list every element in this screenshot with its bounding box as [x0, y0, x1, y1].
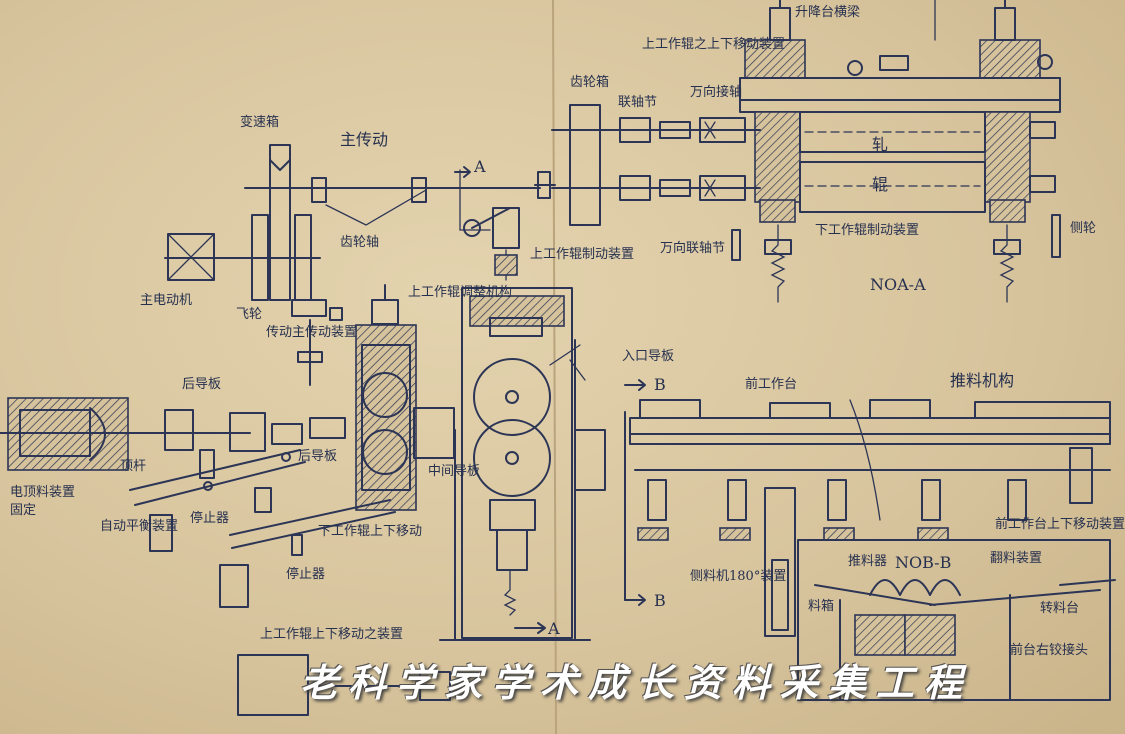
label-section-bb: NOB-B [895, 553, 951, 572]
label-bottom-right-note: 前台右铰接头 [1010, 642, 1088, 658]
label-arrow-a-bottom: A [547, 619, 560, 638]
front-table [624, 399, 1111, 601]
label-arrow-a-top: A [473, 157, 486, 176]
label-lower-roll-move: 下工作辊上下移动 [318, 524, 422, 539]
label-entry-guide: 入口导板 [622, 349, 674, 364]
main-drive-train [164, 144, 541, 386]
section-bb-inset [764, 487, 1116, 701]
label-ejector: 电顶料装置 [10, 485, 75, 500]
paper-fold [552, 0, 557, 734]
label-pusher-2: 推料器 [848, 554, 887, 569]
label-tilting: 侧料机180°装置 [690, 569, 786, 584]
label-pusher: 推料机构 [950, 371, 1014, 390]
label-main-drive: 主传动 [340, 130, 388, 149]
gear-reducer [463, 207, 520, 281]
label-top-band: 升降台横梁 [795, 5, 860, 20]
left-housing [309, 284, 455, 511]
label-lower-roll-brake: 下工作辊制动装置 [815, 223, 919, 238]
label-section-aa: NOA-A [870, 275, 926, 294]
label-stop-device-2: 停止器 [286, 566, 325, 582]
label-upper-roll-brake: 上工作辊制动装置 [530, 247, 634, 262]
label-bottom-note: 上工作辊上下移动之装置 [260, 627, 403, 642]
label-gear-box-right: 齿轮箱 [570, 74, 609, 90]
label-stop-device: 停止器 [190, 510, 229, 526]
label-roll-upper: 轧 [872, 135, 888, 154]
label-aux-guide: 后导板 [298, 449, 337, 464]
label-gear-shaft: 齿轮轴 [340, 235, 379, 250]
label-drive-assembly: 传动主传动装置 [266, 325, 357, 340]
label-front-table: 前工作台 [745, 376, 797, 392]
section-arrows [454, 166, 646, 634]
label-universal-shaft: 万向联轴节 [660, 240, 725, 256]
label-arrow-b-bottom: B [654, 591, 666, 610]
watermark-caption: 老科学家学术成长资料采集工程 [300, 660, 973, 705]
label-coupling-head: 联轴节 [618, 95, 657, 110]
label-lifting: 翻料装置 [990, 551, 1042, 566]
label-coupling: 万向接轴 [690, 84, 742, 100]
label-main-motor: 主电动机 [140, 293, 192, 308]
label-fixed-stop: 固定 [10, 503, 36, 518]
label-turn-table: 转料台 [1040, 601, 1079, 616]
ejector-device [0, 397, 396, 608]
vertical-stand [439, 287, 606, 641]
label-side-wheel: 侧轮 [1070, 221, 1096, 236]
coupling-shafts [534, 104, 761, 226]
bottom-motor [237, 654, 451, 716]
label-flywheel: 飞轮 [236, 307, 262, 322]
label-auto-balance: 自动平衡装置 [100, 519, 178, 534]
roll-stand-section-aa [731, 0, 1061, 303]
label-middle-guide: 中间导板 [428, 464, 480, 479]
label-upper-roll-adjust: 上工作辊调整机构 [408, 285, 512, 300]
label-push-bar: 顶杆 [120, 459, 146, 474]
label-shift-box: 变速箱 [240, 114, 279, 130]
label-front-guide: 后导板 [182, 377, 221, 392]
label-arrow-b-top: B [654, 375, 666, 394]
label-hopper: 料箱 [808, 598, 834, 614]
label-front-table-move: 前工作台上下移动装置 [995, 516, 1125, 532]
label-upper-roll-move: 上工作辊之上下移动装置 [642, 37, 785, 52]
label-roll-lower: 辊 [872, 175, 888, 194]
